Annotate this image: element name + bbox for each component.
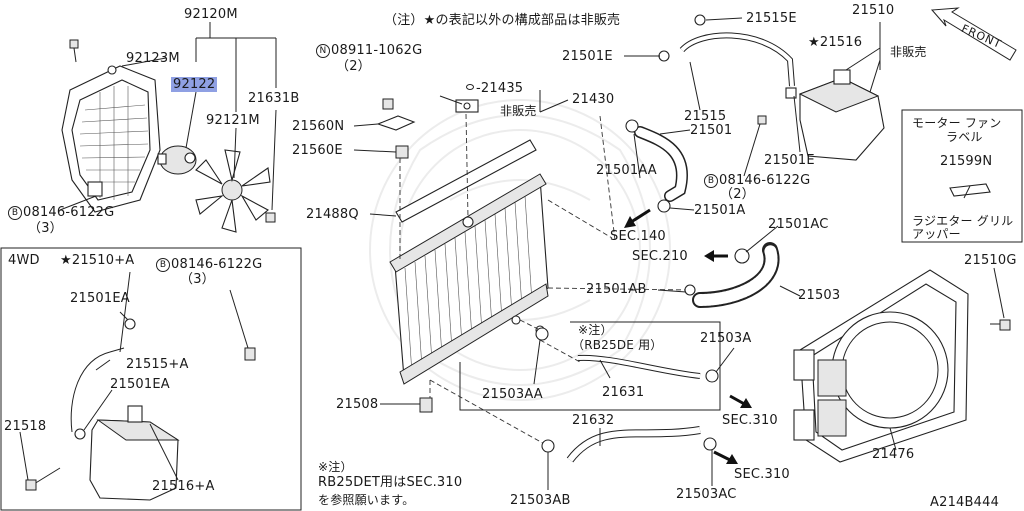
label-21560n: 21560N bbox=[292, 119, 345, 134]
label-21518: 21518 bbox=[4, 419, 47, 434]
label-21501ab: 21501AB bbox=[586, 282, 647, 297]
label-21430: 21430 bbox=[572, 92, 615, 107]
label-rb25de: （RB25DE 用） bbox=[572, 338, 663, 352]
inset-4wd-title: 4WD bbox=[8, 253, 40, 268]
label-21599n: 21599N bbox=[940, 154, 993, 169]
label-21515e: 21515E bbox=[746, 11, 797, 26]
bracket-21560n-drawing bbox=[376, 115, 416, 131]
note-top: （注）★の表記以外の構成部品は非販売 bbox=[384, 13, 621, 28]
hose-21515-drawing bbox=[679, 32, 795, 87]
nut-21631b-drawing bbox=[265, 212, 276, 223]
label-92123m: 92123M bbox=[126, 51, 180, 66]
label-21501aa: 21501AA bbox=[596, 163, 657, 178]
label-sticker-drawing bbox=[949, 183, 991, 197]
radiator-drawing bbox=[389, 173, 549, 385]
label-21632: 21632 bbox=[572, 413, 615, 428]
shroud-21476-drawing bbox=[793, 269, 969, 463]
dashed-leaders bbox=[399, 113, 691, 447]
diagram-code: A214B444 bbox=[930, 495, 1000, 510]
bolt-mid bbox=[743, 115, 767, 177]
label-21435: -21435 bbox=[466, 82, 523, 96]
drain-21508-drawing bbox=[419, 397, 433, 413]
label-21476: 21476 bbox=[872, 447, 915, 462]
rb25de-box bbox=[459, 321, 721, 411]
label-sec140: SEC.140 bbox=[610, 229, 666, 244]
label-21631b: 21631B bbox=[248, 91, 300, 106]
reservoir-21510-drawing bbox=[785, 69, 885, 161]
label-21516a: 21516+A bbox=[152, 479, 215, 494]
bolt-b-icon: B bbox=[156, 258, 170, 272]
label-sec310-b: SEC.310 bbox=[734, 467, 790, 482]
footnote-3: を参照願います。 bbox=[318, 493, 415, 507]
label-non-sale-2: 非販売 bbox=[890, 45, 927, 59]
nut-08911-drawing bbox=[382, 98, 394, 110]
nut-n-icon: N bbox=[316, 44, 330, 58]
footnote-2: RB25DET用はSEC.310 bbox=[318, 475, 463, 490]
leader-92120m bbox=[59, 22, 277, 211]
label-21501e-a: 21501E bbox=[562, 49, 613, 64]
label-21501: 21501 bbox=[690, 123, 733, 138]
label-box-frame bbox=[901, 109, 1023, 243]
label-21501ea-a: 21501EA bbox=[70, 291, 130, 306]
label-box-sub-2: アッパー bbox=[912, 227, 961, 241]
bolt-21510g-drawing bbox=[990, 267, 1011, 331]
label-21515a: 21515+A bbox=[126, 357, 189, 372]
label-box-title-2: ラベル bbox=[946, 130, 983, 144]
inset-4wd-frame bbox=[0, 247, 302, 511]
inset-4wd-drawing bbox=[19, 271, 256, 501]
label-21501ac: 21501AC bbox=[768, 217, 829, 232]
rubber-21560e-drawing bbox=[395, 145, 409, 159]
bolt-b-icon: B bbox=[704, 174, 718, 188]
arrows bbox=[624, 208, 752, 464]
label-92120m: 92120M bbox=[184, 7, 238, 22]
label-21508: 21508 bbox=[336, 397, 379, 412]
label-inset-bolt-qty: （3） bbox=[180, 272, 215, 287]
fan-blade-drawing bbox=[195, 149, 271, 233]
label-note-mark: ※注） bbox=[578, 323, 613, 337]
label-21560e: 21560E bbox=[292, 143, 343, 158]
label-21503aa: 21503AA bbox=[482, 387, 543, 402]
label-21503ac: 21503AC bbox=[676, 487, 737, 502]
footnote-1: ※注） bbox=[318, 460, 353, 474]
label-sec310-a: SEC.310 bbox=[722, 413, 778, 428]
label-box-sub-1: ラジエター グリル bbox=[912, 214, 1014, 228]
label-box-title-1: モーター ファン bbox=[912, 116, 1002, 130]
bolt-top-left bbox=[69, 39, 79, 63]
misc-leaders bbox=[353, 17, 971, 490]
label-sec210: SEC.210 bbox=[632, 249, 688, 264]
label-21503a: 21503A bbox=[700, 331, 752, 346]
label-92122-highlighted[interactable]: 92122 bbox=[171, 77, 218, 92]
label-non-sale-1: 非販売 bbox=[500, 104, 537, 118]
label-21501e-b: 21501E bbox=[764, 153, 815, 168]
front-arrow-icon bbox=[930, 7, 1017, 61]
bolt-b-icon: B bbox=[8, 206, 22, 220]
label-21503ab: 21503AB bbox=[510, 493, 571, 508]
label-92121m: 92121M bbox=[206, 113, 260, 128]
cap-21430-drawing bbox=[455, 99, 479, 113]
label-bolt-mid-qty: （2） bbox=[720, 187, 755, 202]
label-21510: 21510 bbox=[852, 3, 895, 18]
label-21516: ★21516 bbox=[808, 35, 863, 50]
label-21515: 21515 bbox=[684, 109, 727, 124]
label-21503: 21503 bbox=[798, 288, 841, 303]
label-21510a: ★21510+A bbox=[60, 253, 135, 268]
label-nut-qty: （2） bbox=[336, 59, 371, 74]
label-21488q: 21488Q bbox=[306, 207, 359, 222]
label-21510g: 21510G bbox=[964, 253, 1017, 268]
label-21501ea-b: 21501EA bbox=[110, 377, 170, 392]
fan-shroud-drawing bbox=[61, 65, 161, 213]
label-21631: 21631 bbox=[602, 385, 645, 400]
label-bolt-top-qty: （3） bbox=[28, 221, 63, 236]
label-21501a: 21501A bbox=[694, 203, 746, 218]
fan-motor-drawing bbox=[157, 145, 197, 175]
